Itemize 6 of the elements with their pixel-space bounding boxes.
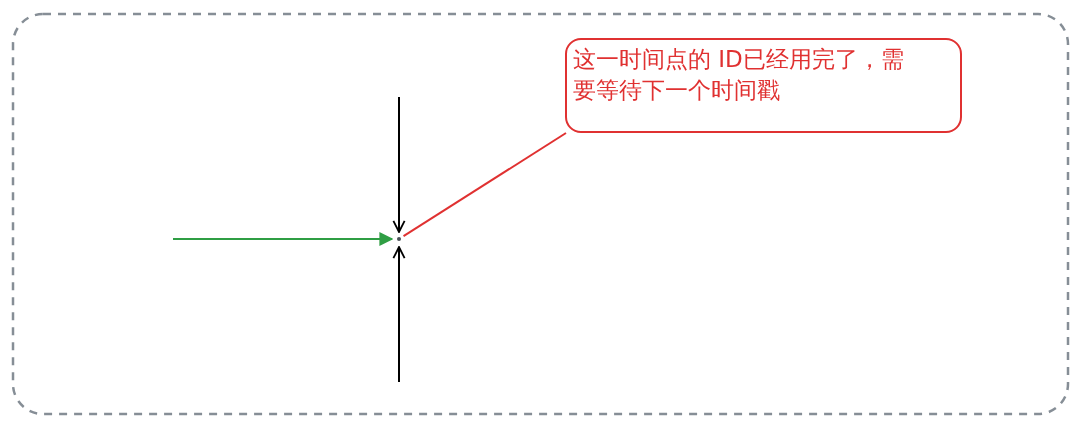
callout-box: 这一时间点的 ID已经用完了，需要等待下一个时间戳 — [565, 38, 962, 133]
arrow — [392, 246, 406, 383]
arrow — [172, 232, 394, 246]
arrow — [392, 96, 406, 233]
meeting-point — [397, 237, 401, 241]
leader-line — [402, 132, 567, 238]
